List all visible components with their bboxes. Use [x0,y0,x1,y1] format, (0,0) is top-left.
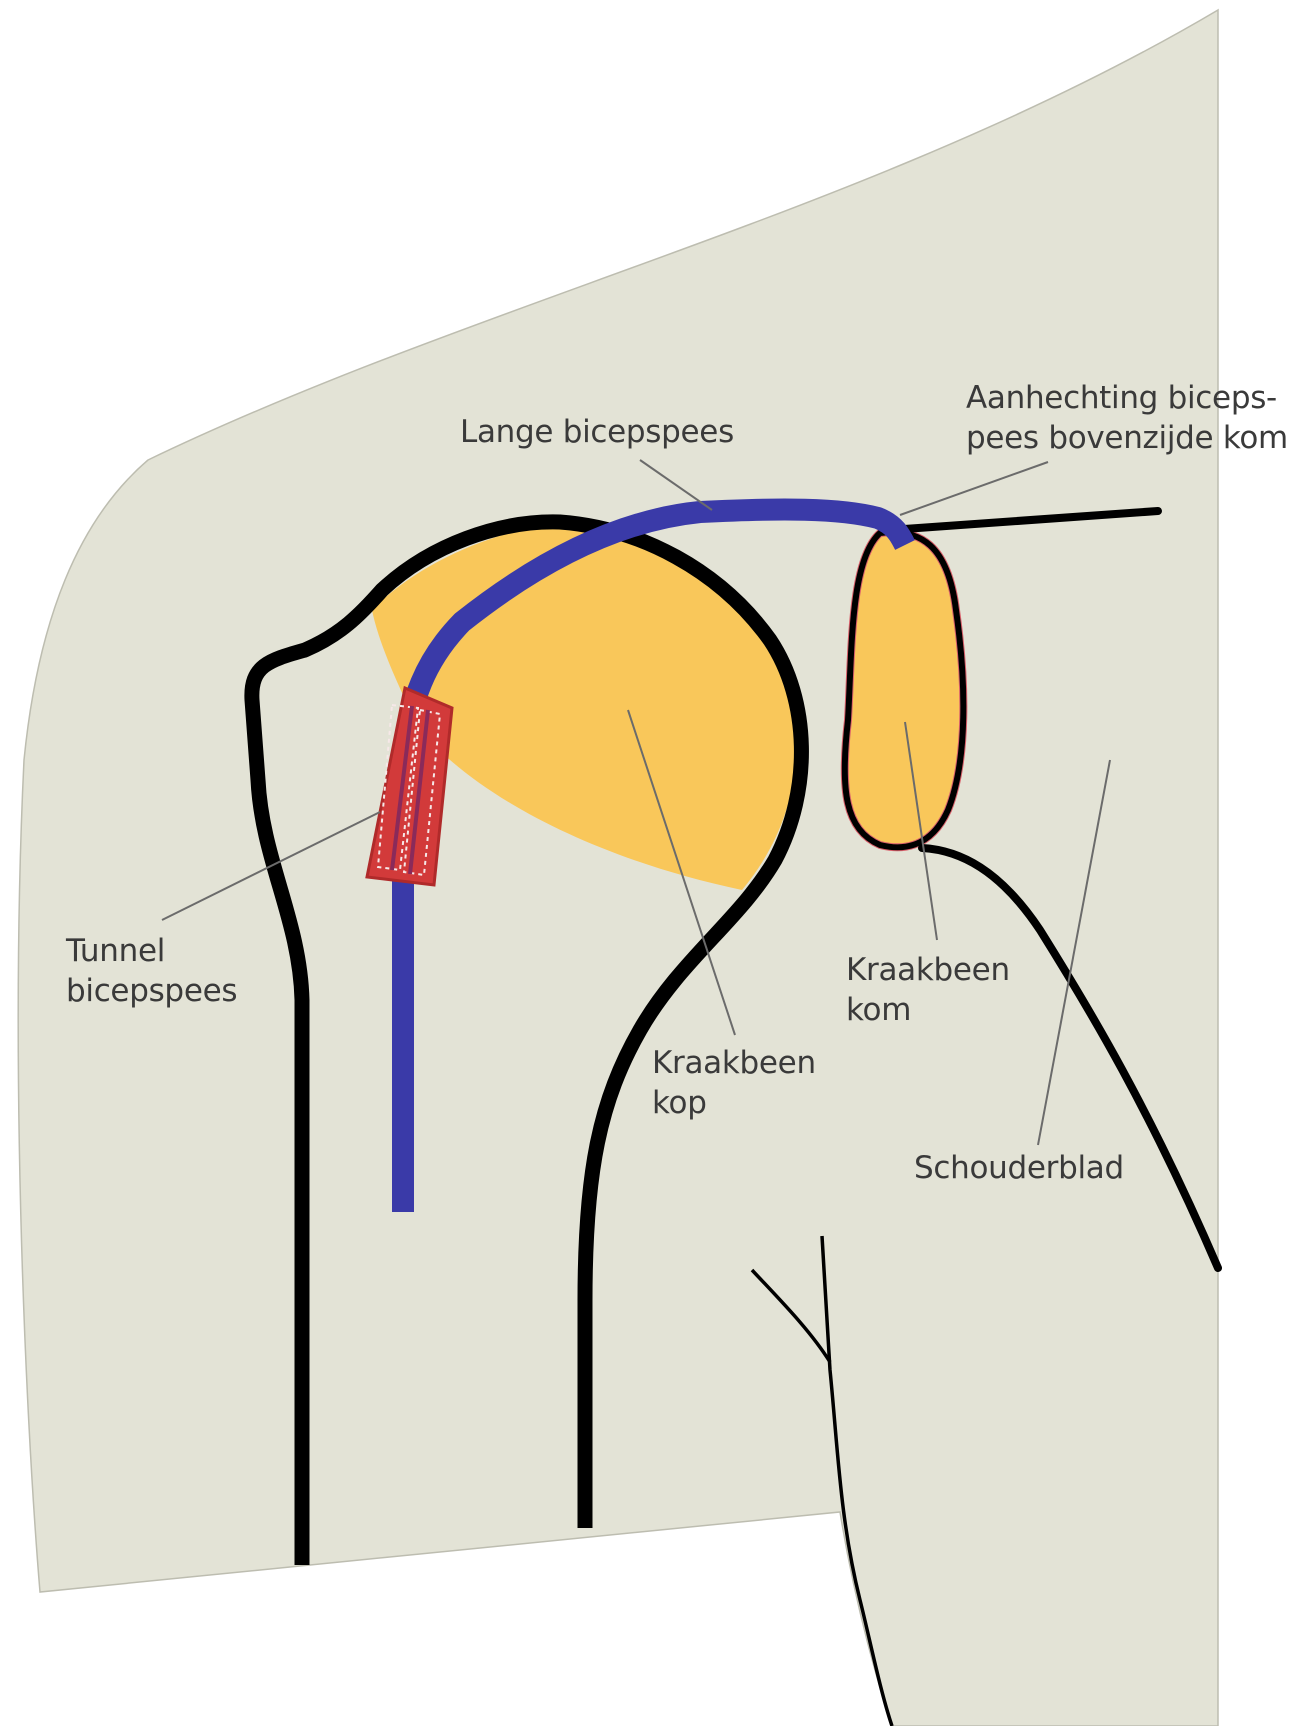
label-kraakbeen-kom: Kraakbeen kom [846,950,1010,1030]
label-schouderblad-text: Schouderblad [914,1148,1124,1188]
label-kraakbeen-kop-line2: kop [652,1083,816,1123]
label-lange-bicepspees-text: Lange bicepspees [460,412,734,452]
body-outline-area [18,10,1218,1726]
label-tunnel-bicepspees: Tunnel bicepspees [66,931,237,1011]
label-kraakbeen-kom-line2: kom [846,990,1010,1030]
label-schouderblad: Schouderblad [914,1148,1124,1188]
label-tunnel-line2: bicepspees [66,971,237,1011]
label-kraakbeen-kop-line1: Kraakbeen [652,1043,816,1083]
label-lange-bicepspees: Lange bicepspees [460,412,734,452]
label-aanhechting: Aanhechting biceps- pees bovenzijde kom [966,378,1288,458]
label-aanhechting-line1: Aanhechting biceps- [966,378,1288,418]
label-kraakbeen-kom-line1: Kraakbeen [846,950,1010,990]
label-kraakbeen-kop: Kraakbeen kop [652,1043,816,1123]
socket-cartilage [845,532,964,847]
label-aanhechting-line2: pees bovenzijde kom [966,418,1288,458]
label-tunnel-line1: Tunnel [66,931,237,971]
